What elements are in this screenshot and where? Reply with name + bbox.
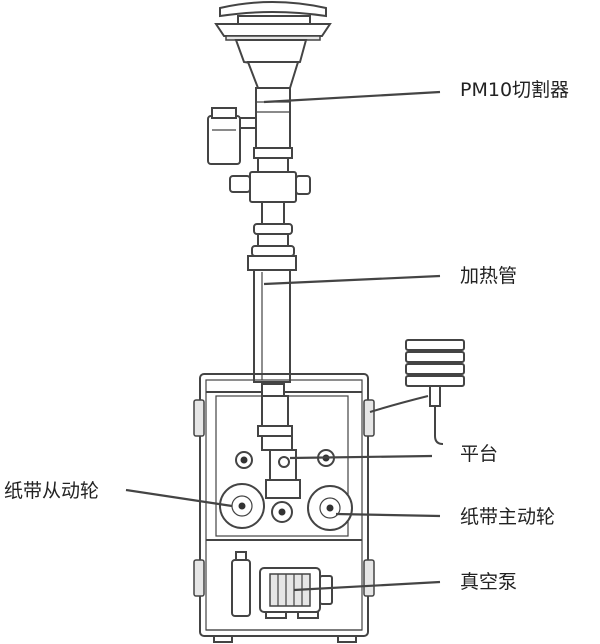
paper-tape-driven-wheel-label: 纸带从动轮: [4, 480, 100, 502]
vacuum-pump: [231, 551, 333, 619]
side-box: [207, 107, 257, 165]
paper-tape-wheels: [219, 483, 353, 531]
valve-section: [229, 157, 311, 257]
heating-tube-label: 加热管: [460, 265, 518, 287]
pm10-cutter-label: PM10切割器: [460, 79, 570, 101]
paper-tape-drive-wheel-label: 纸带主动轮: [460, 506, 556, 528]
heating-tube: [247, 255, 297, 383]
platform-label: 平台: [460, 443, 499, 465]
pm10-cutter: [214, 1, 332, 159]
leader-lines: [125, 90, 441, 592]
vacuum-pump-label: 真空泵: [460, 571, 518, 593]
weather-sensor: [369, 339, 465, 445]
